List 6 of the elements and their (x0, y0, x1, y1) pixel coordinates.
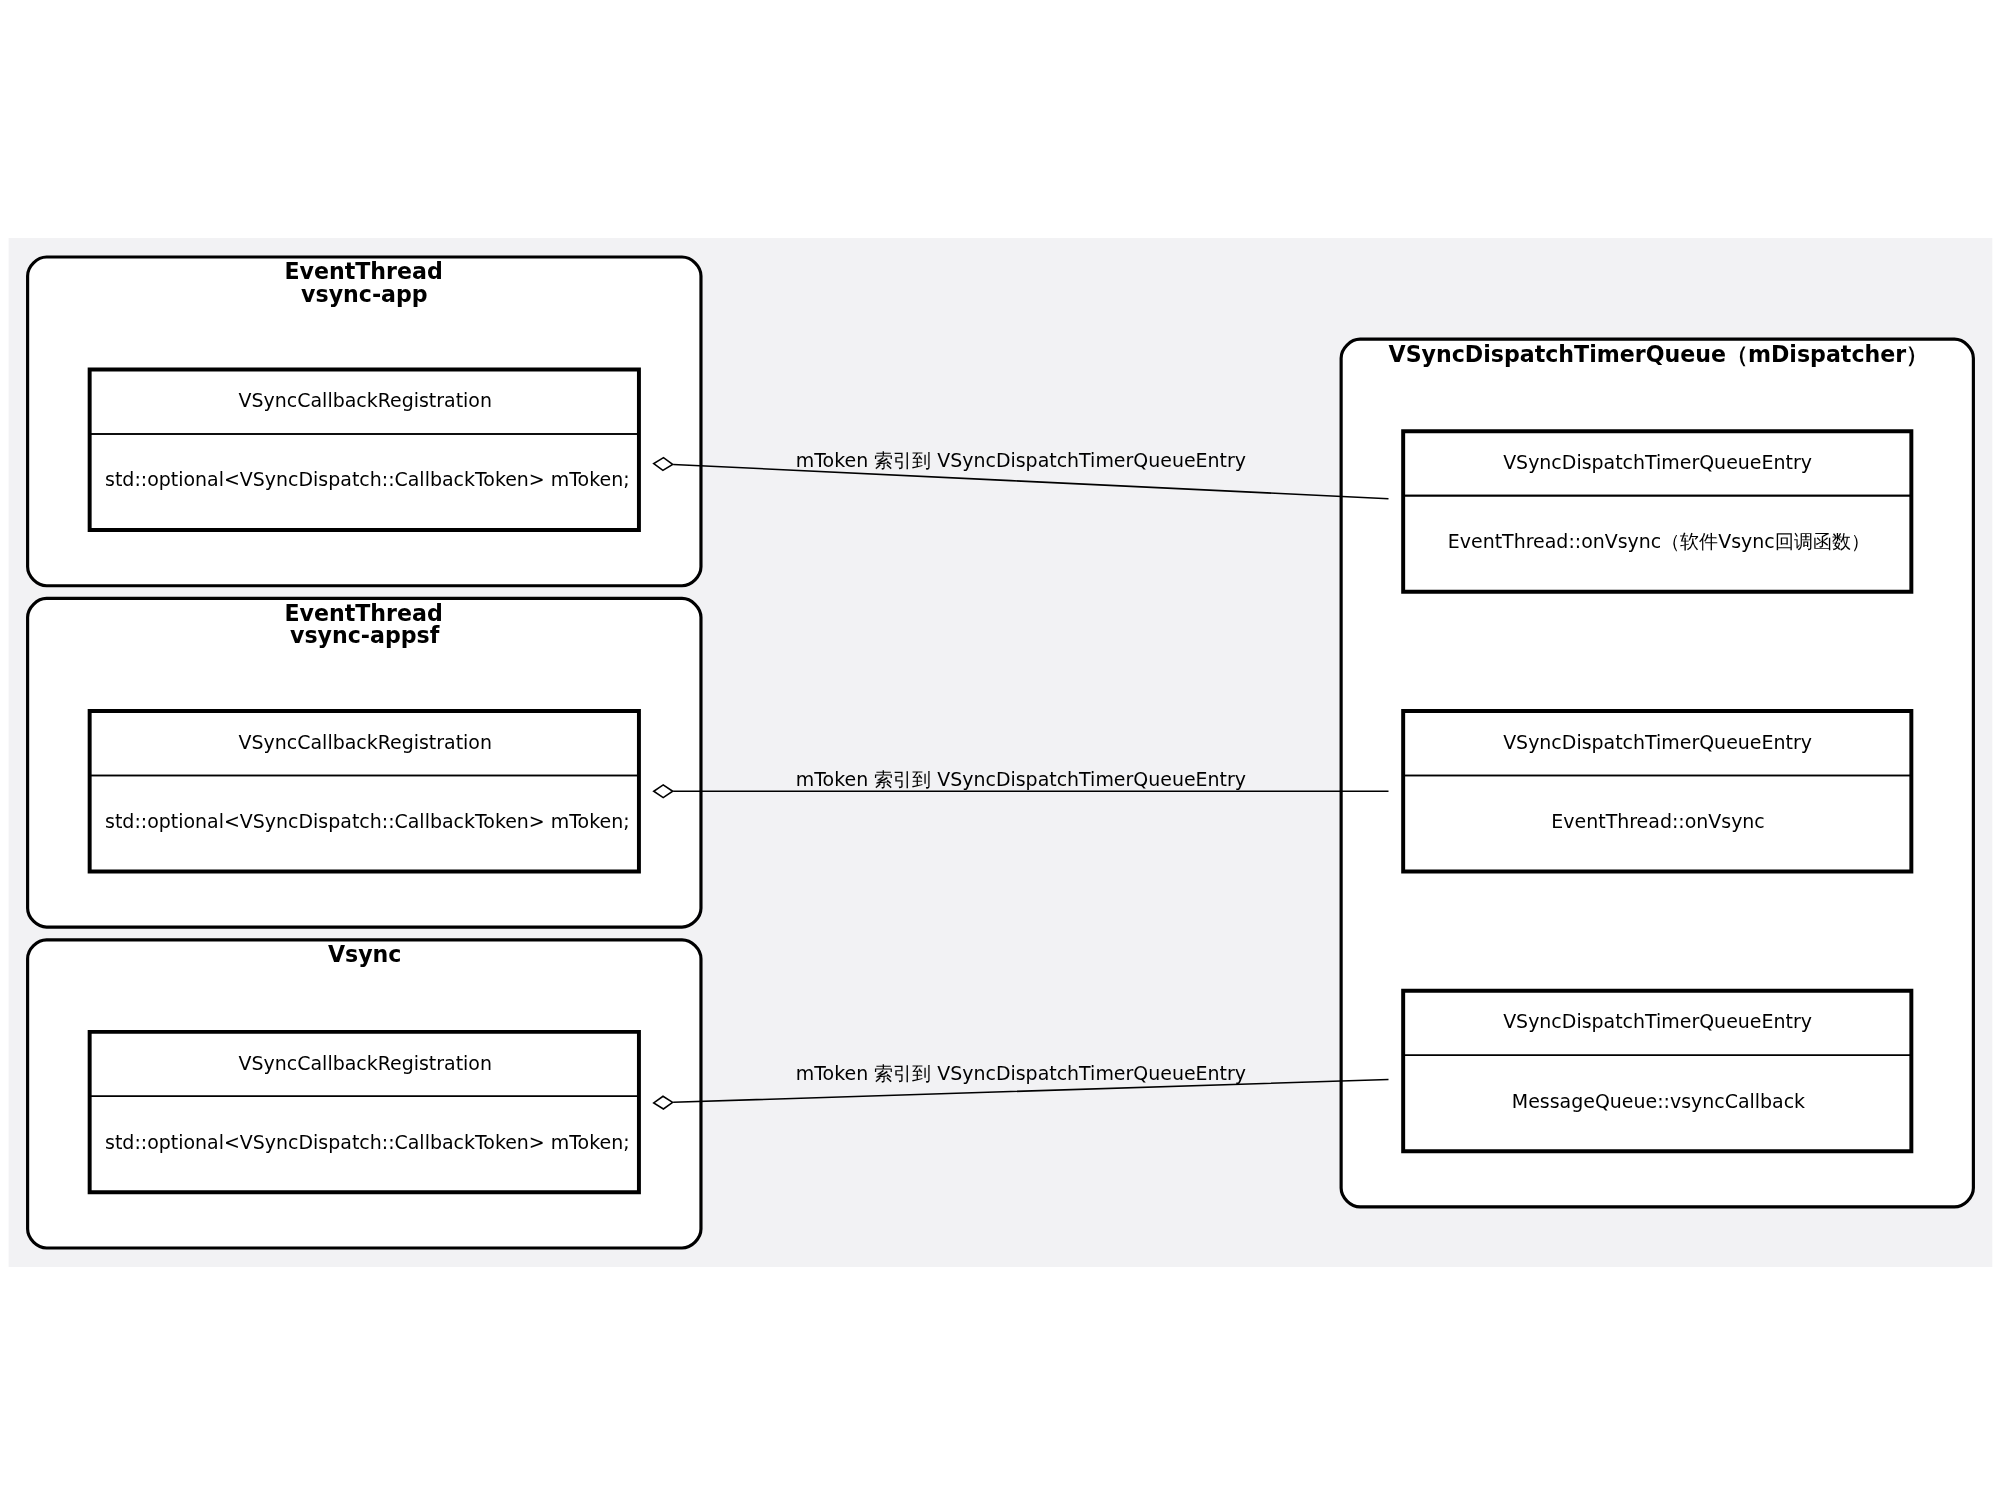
edge-label: mToken 索引到 VSyncDispatchTimerQueueEntry (795, 767, 1247, 790)
edge-label: mToken 索引到 VSyncDispatchTimerQueueEntry (795, 1061, 1247, 1084)
connector (652, 783, 1390, 799)
connector (652, 1078, 1390, 1110)
connector (652, 456, 1390, 500)
edge-label: mToken 索引到 VSyncDispatchTimerQueueEntry (795, 448, 1247, 471)
